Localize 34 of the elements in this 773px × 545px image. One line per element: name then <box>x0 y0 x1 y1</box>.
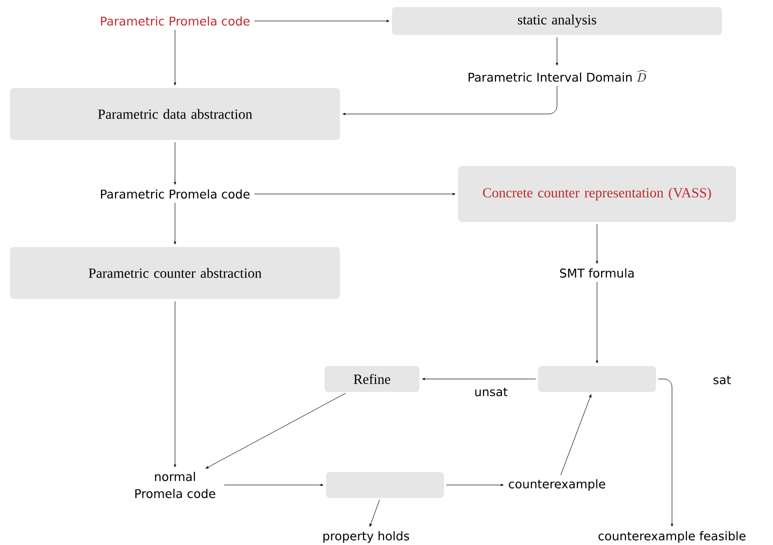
empty-box <box>538 366 656 392</box>
arrow <box>174 300 176 468</box>
arrow <box>342 86 558 116</box>
text-label: SMT formula <box>560 268 634 278</box>
arrow <box>658 378 674 527</box>
empty-box <box>326 472 444 498</box>
process-box: Refine <box>324 366 420 392</box>
arrow <box>206 392 346 469</box>
arrow <box>254 20 390 22</box>
arrow <box>422 378 536 380</box>
text-label: Parametric Interval Domain $\widehat{D}$ <box>468 70 648 82</box>
arrow <box>596 282 598 364</box>
text-label: counterexample feasible <box>598 531 746 543</box>
process-box: Parametric counter abstraction <box>10 247 340 299</box>
arrow <box>174 30 176 86</box>
process-box: Concrete counter representation (VASS) <box>458 166 736 222</box>
text-label: property holds <box>323 531 410 543</box>
text-label: Parametric Promela code <box>101 16 250 26</box>
arrow <box>556 36 558 66</box>
text-label: counterexample <box>508 479 606 491</box>
arrow <box>224 484 324 486</box>
edge-label: sat <box>712 374 732 386</box>
arrow <box>370 500 380 527</box>
process-box: Parametric data abstraction <box>10 88 340 140</box>
arrow <box>560 394 592 476</box>
arrow <box>446 484 504 486</box>
edge-label: unsat <box>473 386 509 398</box>
arrow <box>174 202 176 244</box>
text-label: normal Promela code <box>135 472 216 498</box>
arrow <box>254 192 456 196</box>
process-box: static analysis <box>392 7 722 35</box>
text-label: Parametric Promela code <box>101 189 250 199</box>
arrow <box>174 142 176 185</box>
arrow <box>596 224 598 264</box>
